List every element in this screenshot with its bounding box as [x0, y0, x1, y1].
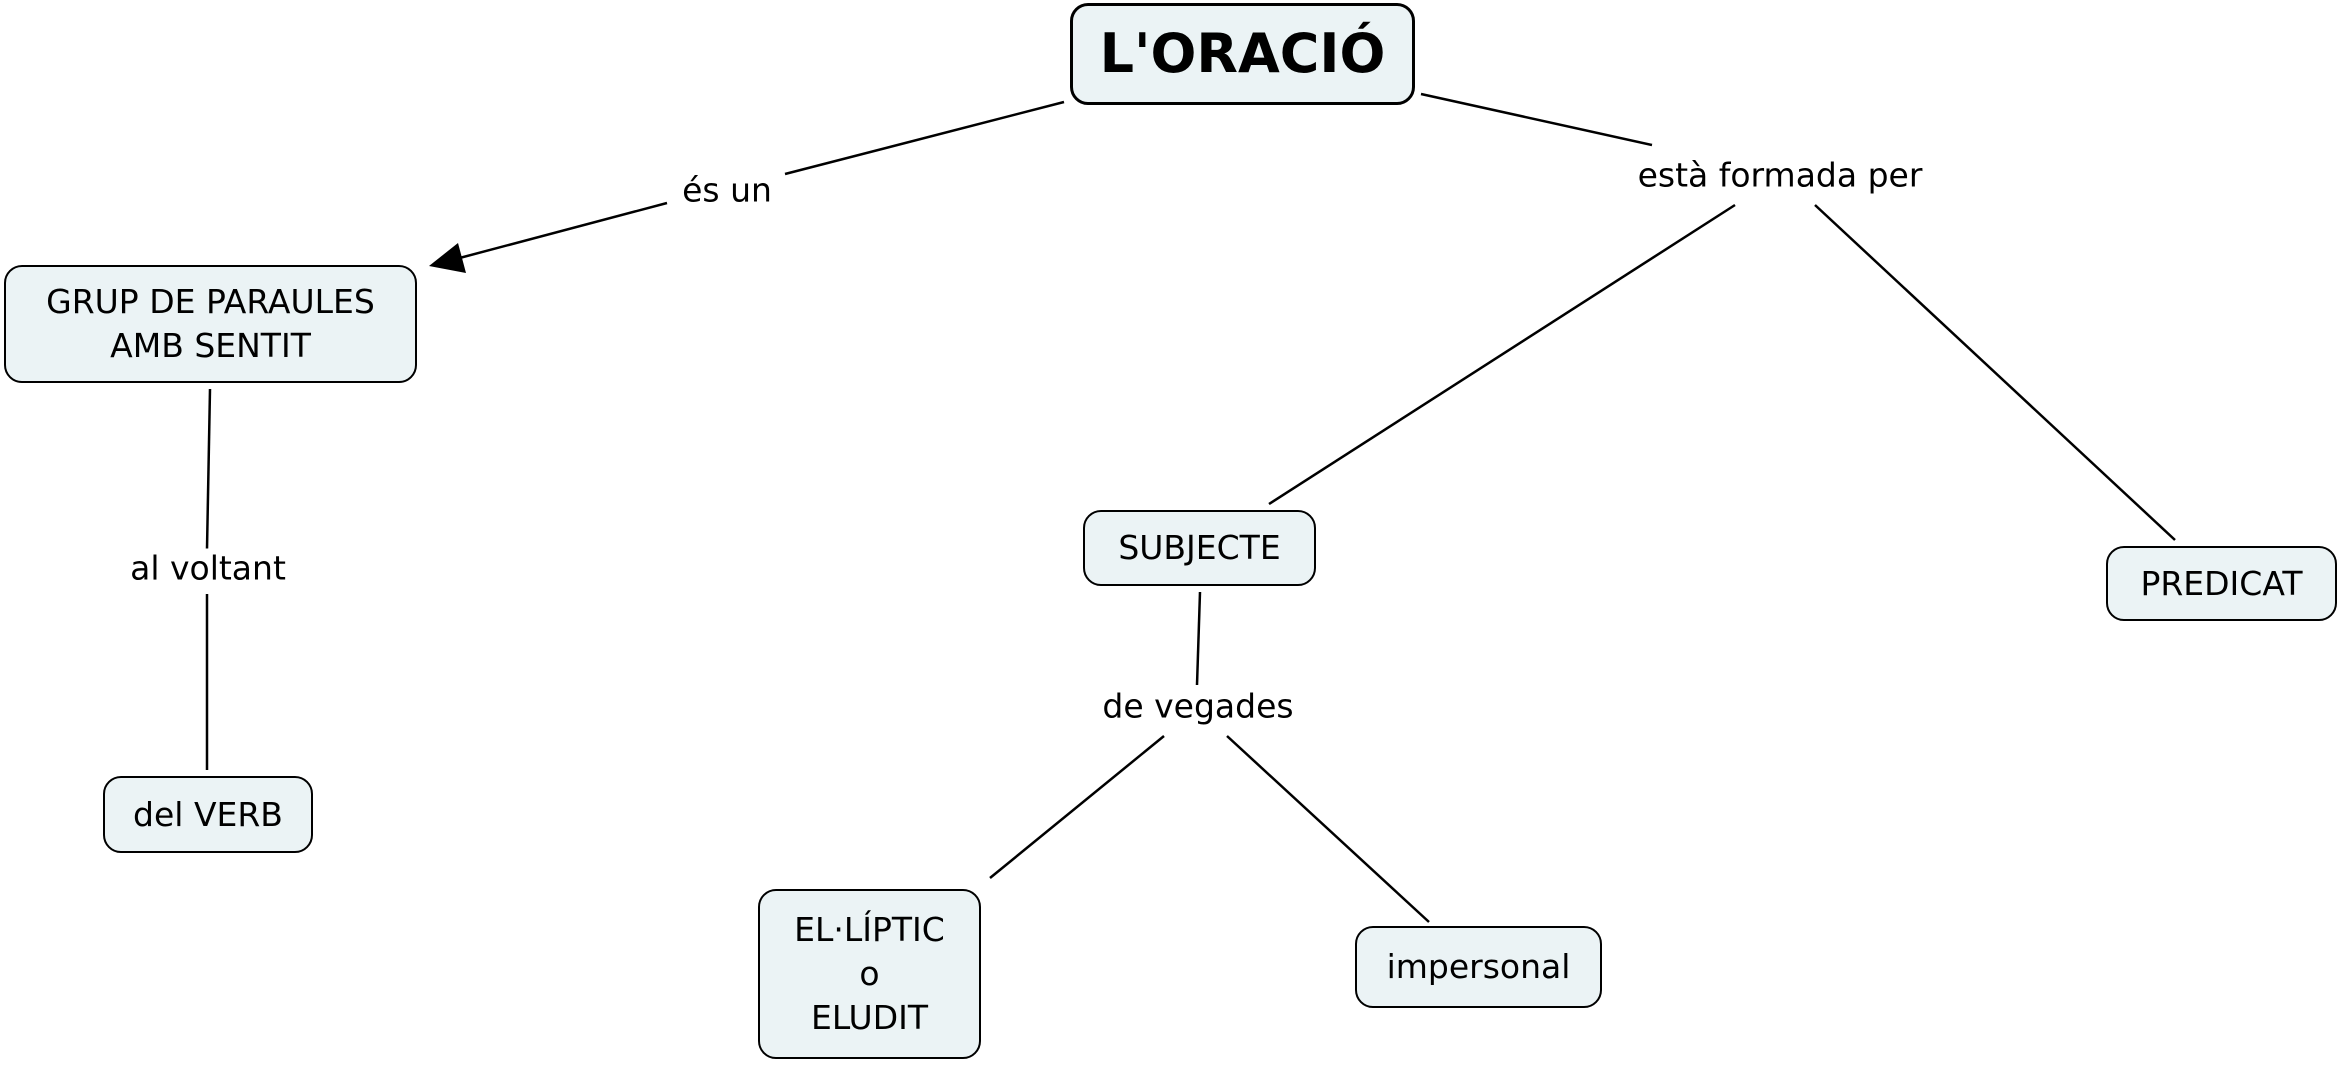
line-root-formada [1420, 92, 1653, 147]
line-grup-voltant [205, 388, 212, 550]
concept-label: impersonal [1386, 947, 1571, 986]
concept-label: del VERB [133, 794, 283, 834]
concept-label: SUBJECTE [1118, 528, 1281, 567]
link-label-esta-formada-per[interactable]: està formada per [1631, 155, 1929, 195]
line-vegades-impersonal [1226, 735, 1430, 923]
concept-label-line: o [859, 954, 880, 993]
line-subjecte-vegades [1195, 591, 1202, 686]
concept-del-verb[interactable]: del VERB [103, 776, 313, 853]
concept-label-line: EL·LÍPTIC [794, 910, 945, 949]
concept-eliptic[interactable]: EL·LÍPTIC o ELUDIT [758, 889, 981, 1059]
line-vegades-eliptic [989, 735, 1165, 879]
link-label-es-un[interactable]: és un [676, 170, 778, 210]
line-formada-subjecte [1268, 203, 1736, 506]
concept-label-line: GRUP DE PARAULES [46, 282, 375, 321]
concept-oracio[interactable]: L'ORACIÓ [1070, 3, 1415, 105]
concept-impersonal[interactable]: impersonal [1355, 926, 1602, 1008]
line-esun-grup [451, 201, 668, 262]
line-formada-predicat [1814, 204, 2176, 541]
arrowhead-icon [429, 243, 466, 273]
line-root-esun [784, 100, 1065, 176]
link-label-al-voltant[interactable]: al voltant [124, 548, 292, 588]
link-label-de-vegades[interactable]: de vegades [1096, 686, 1300, 726]
concept-predicat[interactable]: PREDICAT [2106, 546, 2337, 621]
concept-label: PREDICAT [2140, 563, 2303, 603]
concept-label: L'ORACIÓ [1099, 22, 1386, 85]
concept-grup-de-paraules[interactable]: GRUP DE PARAULES AMB SENTIT [4, 265, 417, 383]
concept-label-line: AMB SENTIT [110, 326, 311, 365]
concept-label-line: ELUDIT [810, 998, 929, 1037]
concept-subjecte[interactable]: SUBJECTE [1083, 510, 1316, 586]
